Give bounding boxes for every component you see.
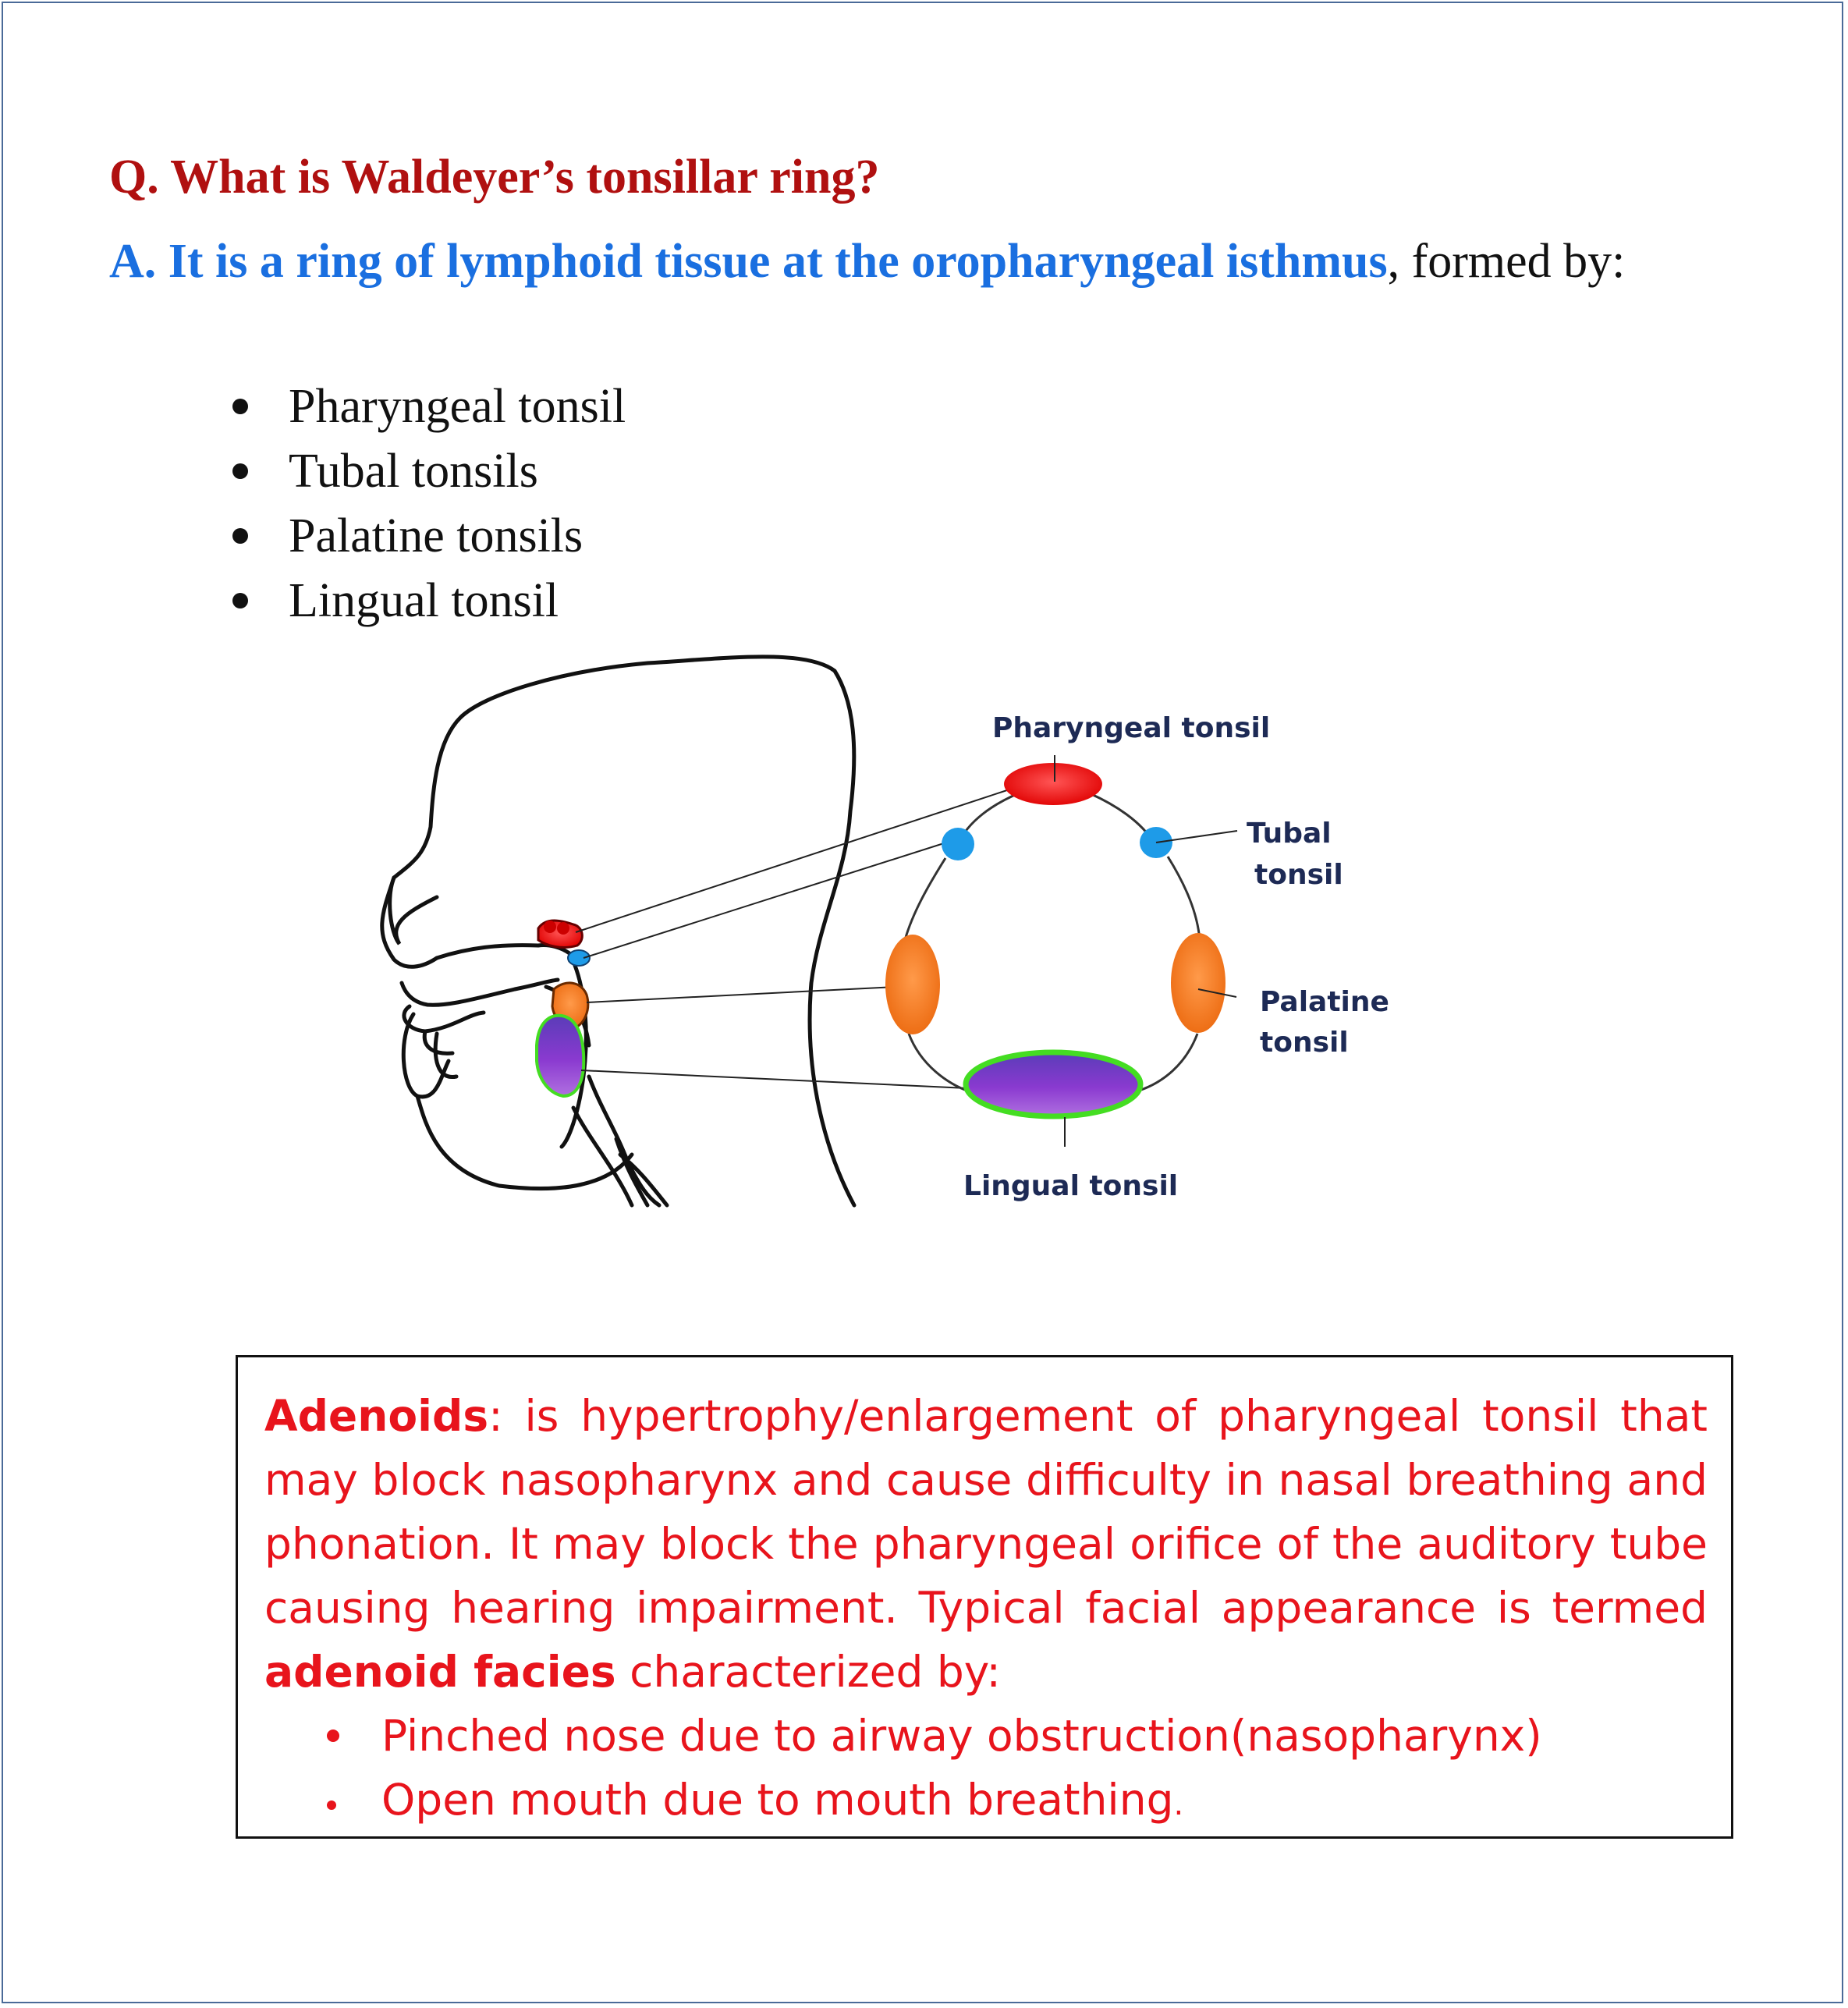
label-palatine-line2: tonsil [1260,1027,1349,1059]
ring-lingual-tonsil [963,1049,1144,1119]
bullet-icon [327,1730,339,1742]
ring-palatine-tonsil-right [1171,933,1225,1033]
answer-highlight: A. It is a ring of lymphoid tissue at th… [109,235,1388,288]
list-item: Pinched nose due to airway obstruction(n… [264,1704,1708,1768]
adenoid-facies-list: Pinched nose due to airway obstruction(n… [264,1704,1708,1832]
ring-tubal-tonsil-left [942,828,974,860]
tubal-leader [1155,830,1238,843]
list-item-label: Pharyngeal tonsil [289,380,626,433]
answer-rest: , formed by: [1387,235,1626,288]
label-pharyngeal-tonsil: Pharyngeal tonsil [992,712,1270,744]
adenoids-paragraph: Adenoids: is hypertrophy/enlargement of … [264,1384,1708,1704]
list-item-label: Tubal tonsils [289,445,538,498]
list-item-label: Lingual tonsil [289,574,559,627]
question-heading: Q. What is Waldeyer’s tonsillar ring? [109,151,880,204]
bullet-icon [327,1800,336,1810]
head-lingual-tonsil [535,1013,586,1098]
ring-pharyngeal-tonsil [1004,763,1102,805]
bullet-icon [232,399,248,414]
list-item-label: Pinched nose due to airway obstruction(n… [381,1711,1542,1761]
trailing-period: . [1173,1786,1184,1822]
list-item: Open mouth due to mouth breathing. [264,1768,1708,1832]
term-adenoid-facies: adenoid facies [264,1647,616,1697]
list-item: Pharyngeal tonsil [226,374,626,439]
term-separator: : [488,1391,503,1441]
list-item: Lingual tonsil [226,569,626,633]
head-tubal-tonsil [567,949,591,967]
list-item: Palatine tonsils [226,504,626,569]
palatine-leader [1197,988,1237,998]
label-palatine-line1: Palatine [1260,986,1389,1018]
label-lingual-tonsil: Lingual tonsil [963,1170,1178,1202]
adenoids-text-2: characterized by: [615,1647,1001,1697]
head-pharyngeal-tonsil [537,919,583,949]
label-tubal-line1: Tubal [1247,818,1332,850]
adenoids-note-box: Adenoids: is hypertrophy/enlargement of … [236,1355,1733,1839]
answer-text: A. It is a ring of lymphoid tissue at th… [109,230,1747,293]
tonsil-list: Pharyngeal tonsil Tubal tonsils Palatine… [226,374,626,633]
bullet-icon [232,593,248,608]
list-item-label: Open mouth due to mouth breathing [381,1775,1174,1825]
list-item: Tubal tonsils [226,439,626,504]
label-tubal-line2: tonsil [1254,859,1343,891]
connector-lines [575,787,1015,1089]
bullet-icon [232,528,248,544]
adenoids-text-1: is hypertrophy/enlargement of pharyngeal… [264,1391,1708,1633]
ring-palatine-tonsil-left [885,935,940,1034]
bullet-icon [232,463,248,479]
list-item-label: Palatine tonsils [289,509,583,562]
term-adenoids: Adenoids [264,1391,489,1441]
